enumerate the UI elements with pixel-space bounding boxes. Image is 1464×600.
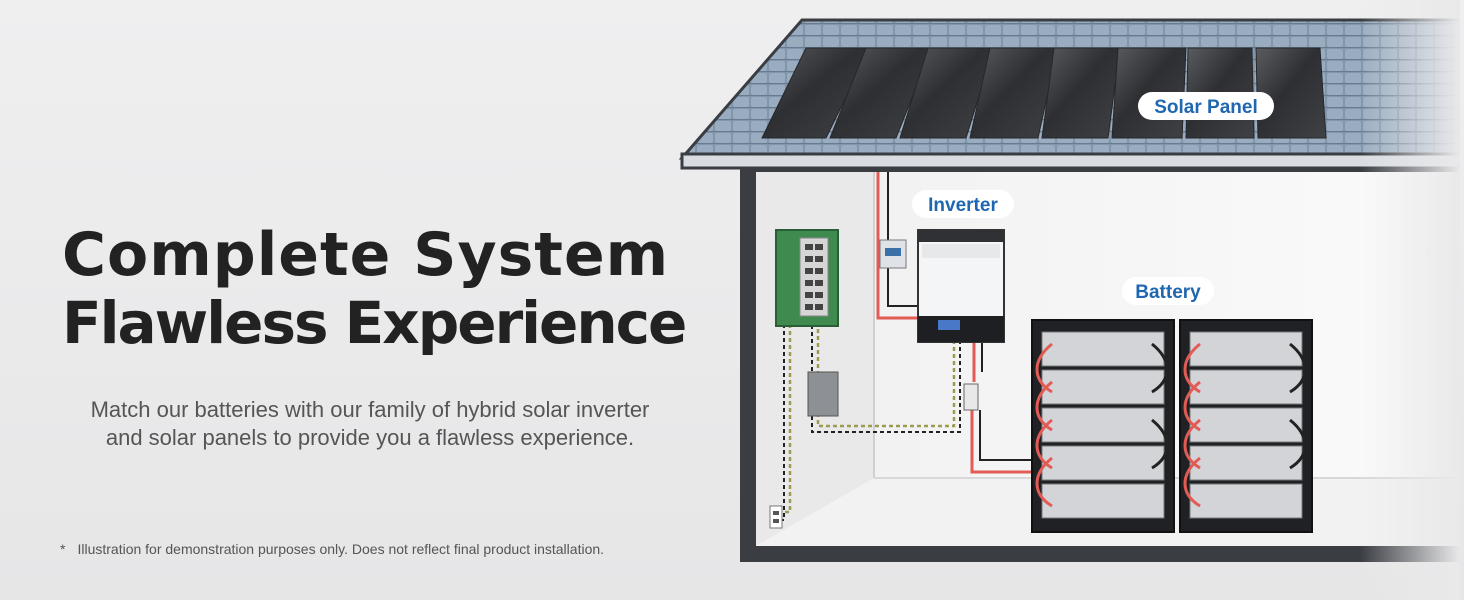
inverter-unit <box>917 229 1005 343</box>
label-solar-panel-text: Solar Panel <box>1154 97 1258 118</box>
headline-line-2: Flawless Experience <box>62 289 687 357</box>
label-battery: Battery <box>1122 277 1214 305</box>
footnote-text: Illustration for demonstration purposes … <box>77 541 605 557</box>
breaker-panel <box>775 229 839 327</box>
dc-breaker <box>963 383 979 411</box>
battery-rack-2 <box>1179 319 1313 533</box>
junction-box <box>807 371 839 417</box>
subtitle: Match our batteries with our family of h… <box>50 396 690 452</box>
subtitle-line-2: and solar panels to provide you a flawle… <box>105 425 635 450</box>
headline: Complete System Flawless Experience <box>62 220 687 358</box>
label-solar-panel: Solar Panel <box>1138 92 1274 120</box>
headline-line-1: Complete System <box>62 220 670 290</box>
label-battery-text: Battery <box>1135 282 1201 303</box>
solar-panel-array <box>761 47 1327 139</box>
label-inverter: Inverter <box>912 190 1014 218</box>
battery-rack-1 <box>1031 319 1175 533</box>
footnote-marker: * <box>60 541 66 557</box>
pv-disconnect <box>879 239 907 269</box>
footnote: * Illustration for demonstration purposes… <box>60 541 604 557</box>
label-inverter-text: Inverter <box>928 195 998 216</box>
subtitle-line-1: Match our batteries with our family of h… <box>90 397 650 422</box>
wall-outlet <box>769 505 783 529</box>
house-illustration: Solar Panel Inverter Battery <box>678 0 1460 600</box>
